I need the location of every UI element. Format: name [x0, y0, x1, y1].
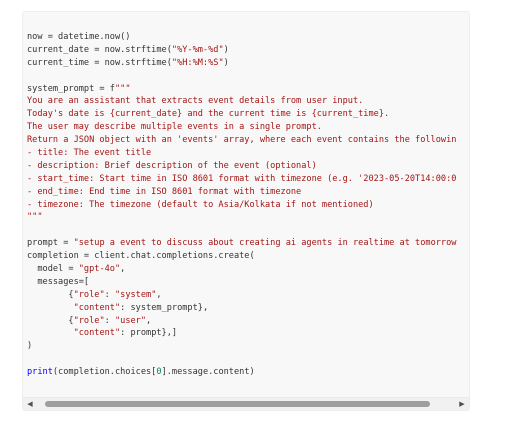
code-token: system_prompt = f [27, 83, 115, 94]
code-block: now = datetime.now() current_date = now.s… [22, 11, 470, 411]
scrollbar-thumb[interactable] [45, 401, 430, 407]
code-line: - end_time: End time in ISO 8601 format … [27, 186, 456, 199]
code-token: , [156, 289, 162, 300]
code-token: : prompt},] [120, 328, 178, 339]
code-line: Return a JSON object with an 'events' ar… [27, 134, 456, 147]
horizontal-scrollbar[interactable]: ◀ ▶ [23, 397, 469, 410]
code-token: ) [223, 44, 229, 55]
code-line: """ [27, 211, 456, 224]
code-line: You are an assistant that extracts event… [27, 95, 456, 108]
code-line: system_prompt = f""" [27, 83, 456, 96]
scroll-left-arrow-icon[interactable]: ◀ [27, 400, 33, 408]
code-token: "%H:%M:%S" [171, 57, 224, 68]
code-token: "setup a event to discuss about creating… [73, 238, 457, 249]
code-line [27, 353, 456, 366]
code-token: ].message.content) [161, 367, 255, 378]
code-token: 0 [156, 367, 162, 378]
code-token: completion = client.chat.completions.cre… [27, 251, 255, 262]
code-line: model = "gpt-4o", [27, 263, 456, 276]
code-token: "role" [73, 289, 105, 300]
code-line: current_time = now.strftime("%H:%M:%S") [27, 57, 456, 70]
code-line: prompt = "setup a event to discuss about… [27, 237, 456, 250]
code-token: prompt = [27, 238, 74, 249]
code-line [27, 224, 456, 237]
code-token: "%Y-%m-%d" [171, 44, 224, 55]
code-token: "content" [73, 302, 121, 313]
code-token: : system_prompt}, [120, 302, 209, 313]
code-token [27, 328, 74, 338]
code-line: {"role": "system", [27, 289, 456, 302]
code-token: - description: Brief description of the … [27, 160, 317, 171]
code-token: model = [27, 264, 79, 275]
code-token: Today's date is {current_date} and the c… [27, 109, 390, 120]
code-line: ) [27, 340, 456, 353]
code-line [27, 70, 456, 83]
code-token: : [104, 315, 115, 326]
code-line: Today's date is {current_date} and the c… [27, 108, 456, 121]
code-token: """ [114, 83, 131, 94]
code-line: - timezone: The timezone (default to Asi… [27, 199, 456, 212]
code-token: print [27, 367, 53, 378]
code-token: current_time = now.strftime( [27, 57, 172, 68]
code-token: """ [27, 212, 43, 223]
code-token: : [104, 289, 115, 300]
code-token: ) [27, 341, 33, 352]
code-token: { [27, 289, 74, 300]
code-token: - start_time: Start time in ISO 8601 for… [27, 173, 457, 184]
code-line: The user may describe multiple events in… [27, 121, 456, 134]
code-line: - title: The event title [27, 147, 456, 160]
code-token: - end_time: End time in ISO 8601 format … [27, 186, 302, 197]
code-line: completion = client.chat.completions.cre… [27, 250, 456, 263]
code-token: "gpt-4o" [78, 264, 121, 275]
code-token: , [146, 315, 152, 326]
code-token: "role" [73, 315, 105, 326]
code-line: - description: Brief description of the … [27, 160, 456, 173]
code-line: "content": prompt},] [27, 327, 456, 340]
code-token: (completion.choices[ [52, 367, 157, 378]
code-line: print(completion.choices[0].message.cont… [27, 366, 456, 379]
code-token: Return a JSON object with an 'events' ar… [27, 135, 457, 146]
code-content: now = datetime.now() current_date = now.s… [27, 31, 456, 379]
code-token: You are an assistant that extracts event… [27, 96, 364, 107]
code-token: current_date = now.strftime( [27, 44, 172, 55]
code-token: { [27, 315, 74, 326]
code-token: now = datetime.now() [27, 32, 131, 42]
code-line: now = datetime.now() [27, 31, 456, 44]
code-token: messages=[ [27, 276, 90, 287]
code-token: The user may describe multiple events in… [27, 122, 322, 133]
scroll-right-arrow-icon[interactable]: ▶ [459, 400, 465, 408]
code-token: - title: The event title [27, 148, 152, 159]
code-token: "system" [114, 289, 157, 300]
code-line: "content": system_prompt}, [27, 302, 456, 315]
code-token [27, 303, 74, 313]
code-token: , [120, 264, 126, 275]
code-token: "content" [73, 328, 121, 339]
code-token: "user" [114, 315, 147, 326]
code-token: - timezone: The timezone (default to Asi… [27, 199, 374, 210]
code-line: - start_time: Start time in ISO 8601 for… [27, 173, 456, 186]
code-token: ) [223, 57, 229, 68]
code-line: messages=[ [27, 276, 456, 289]
code-line: current_date = now.strftime("%Y-%m-%d") [27, 44, 456, 57]
code-line: {"role": "user", [27, 315, 456, 328]
